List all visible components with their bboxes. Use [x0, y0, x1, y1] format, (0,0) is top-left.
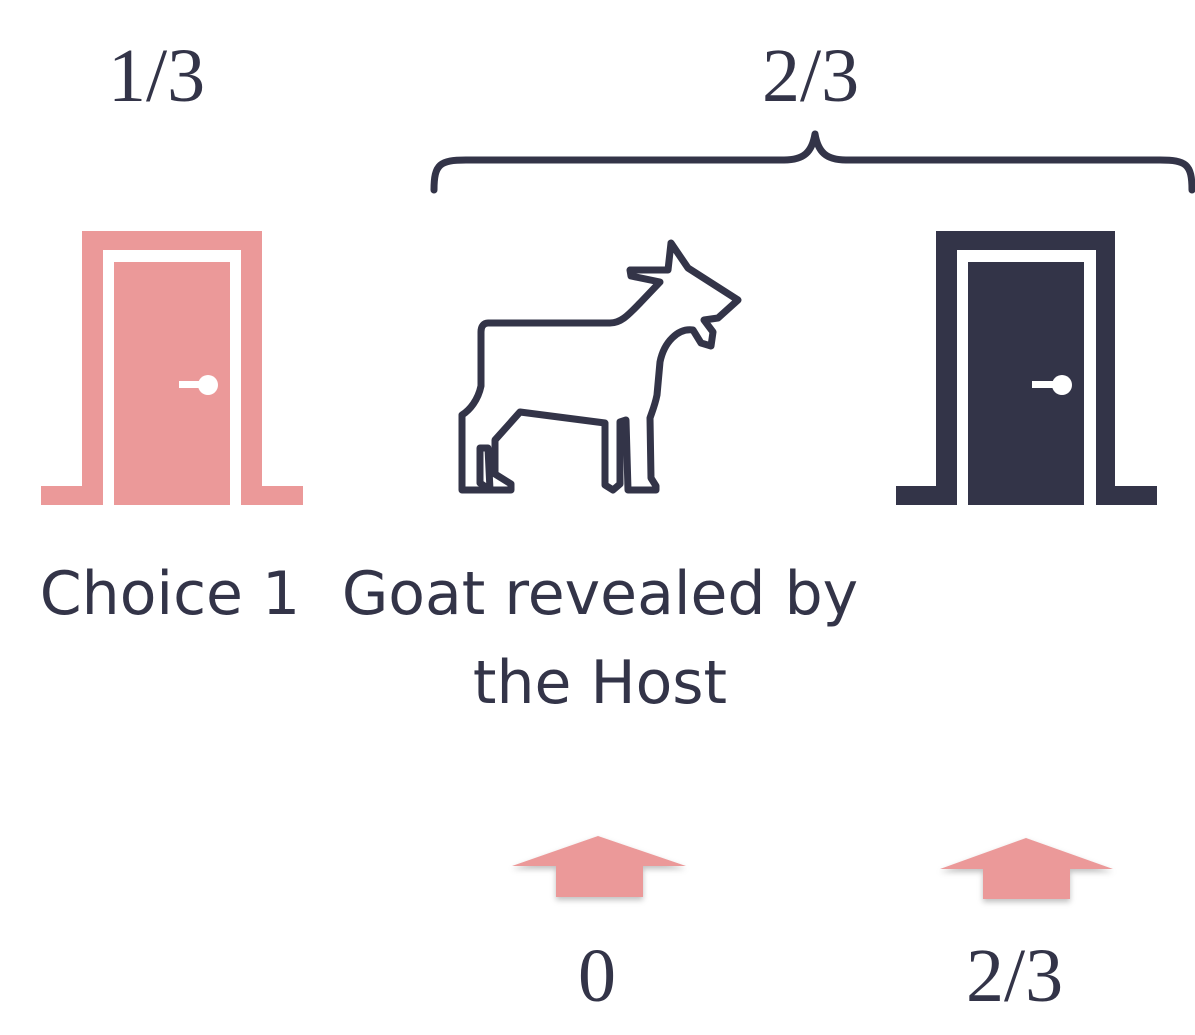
door-open-icon [41, 231, 303, 505]
goat-label-line-2: the Host [472, 648, 728, 718]
choice-label: Choice 1 [39, 559, 301, 629]
group-brace [430, 130, 1195, 194]
remaining-door-probability: 2/3 [966, 934, 1064, 1018]
group-probability: 2/3 [762, 34, 860, 118]
up-arrow-icon [512, 836, 686, 897]
up-arrow-icon [940, 838, 1113, 899]
choice-probability: 1/3 [108, 34, 206, 118]
door-icon [896, 231, 1157, 505]
goat-label-line-1: Goat revealed by [341, 559, 859, 629]
goat-door-probability: 0 [578, 934, 616, 1018]
goat-icon [458, 239, 742, 494]
